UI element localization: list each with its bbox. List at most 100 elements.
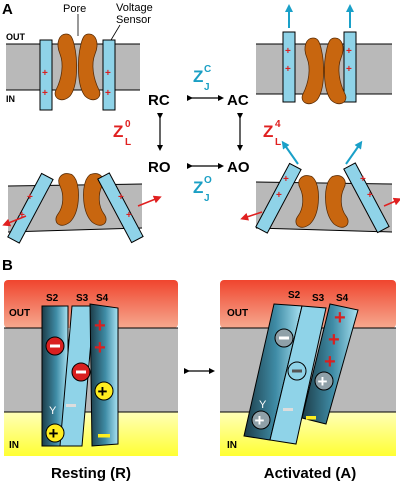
activated-state-panel: OUT IN S2 S3 S4 + + + + Y + Activated (A… (220, 280, 396, 482)
rc-pore-left (54, 33, 78, 101)
membrane-ao-top-edge (255, 181, 393, 185)
rc-pore-right (77, 33, 101, 101)
ao-pore-right (325, 175, 349, 228)
resting-s4-minus-bar (98, 434, 110, 438)
ao-charge: + (360, 174, 366, 185)
resting-s3-minus-glyph (76, 370, 86, 374)
ac-sensor-right (343, 31, 357, 103)
activated-s2-minus-glyph (279, 336, 289, 340)
rc-sensor-left (39, 39, 53, 111)
activated-s2-plus-glyph: + (255, 411, 265, 430)
rc-charge: + (42, 68, 48, 79)
activated-s3-minus-bar (283, 408, 293, 411)
resting-s2-minus-glyph (50, 344, 60, 348)
activated-s4-plus: + (324, 351, 336, 373)
activated-out-label: OUT (227, 308, 248, 319)
ro-arrow-right (137, 195, 162, 207)
resting-s2-label: S2 (46, 293, 59, 304)
rc-charge: + (42, 88, 48, 99)
membrane-ro-bottom-edge (7, 227, 143, 233)
activated-s2-y-label: Y (259, 399, 267, 411)
activated-s4-segment (301, 303, 359, 425)
z-top-sub: J (204, 82, 210, 93)
ao-charge: + (276, 190, 282, 201)
ro-sensor-left (7, 172, 54, 244)
ac-charge: + (346, 46, 352, 57)
activated-s4-label: S4 (336, 293, 349, 304)
resting-out-label: OUT (9, 308, 30, 319)
z-left-sub: L (125, 137, 131, 148)
ac-sensor-left (282, 31, 296, 103)
ro-charge: + (126, 210, 132, 221)
ao-charge: + (283, 174, 289, 185)
state-rc-channel: OUT IN + + + + (6, 32, 140, 111)
activated-s4-plus-glyph: + (318, 372, 328, 391)
resting-s2-plus-glyph: + (49, 424, 59, 443)
resting-s4-segment (89, 303, 119, 447)
resting-state-panel: OUT IN S2 S3 S4 + + + Y + Resting (R) (4, 280, 178, 482)
voltage-sensor-annotation-line2: Sensor (116, 14, 151, 26)
ao-sensor-right (343, 162, 390, 234)
ro-pore-left (55, 173, 79, 226)
ac-charge: + (285, 64, 291, 75)
ao-charge: + (367, 190, 373, 201)
ro-charge: + (27, 192, 33, 203)
resting-s4-plus: + (94, 337, 106, 359)
ao-red-arrow-left (240, 211, 263, 221)
ao-red-arrow-right (383, 197, 400, 207)
z-top-label: Z C J (193, 64, 211, 93)
pore-annotation: Pore (63, 3, 86, 15)
rc-in-label: IN (6, 94, 15, 104)
ro-charge: + (118, 192, 124, 203)
caption-activated: Activated (A) (264, 465, 357, 482)
resting-in-region (4, 412, 178, 456)
rc-charge: + (105, 88, 111, 99)
panel-a-label: A (2, 1, 13, 18)
resting-s2-y-label: Y (49, 405, 57, 417)
activated-s4-plus: + (328, 329, 340, 351)
resting-s4-plus-glyph: + (98, 382, 108, 401)
activated-s3-label: S3 (312, 293, 325, 304)
z-top-base: Z (193, 67, 203, 86)
ro-arrow-left (2, 215, 27, 227)
activated-s2-label: S2 (288, 290, 301, 301)
z-right-sup: 4 (275, 119, 281, 130)
rc-out-label: OUT (6, 32, 26, 42)
z-left-base: Z (113, 122, 123, 141)
resting-in-label: IN (9, 440, 19, 451)
resting-s4-label: S4 (96, 293, 109, 304)
caption-resting: Resting (R) (51, 465, 131, 482)
panel-b-label: B (2, 257, 13, 274)
state-ao-channel: + + + + (240, 140, 400, 234)
state-ro-label: RO (148, 159, 171, 176)
z-right-sub: L (275, 137, 281, 148)
activated-s4-plus: + (334, 307, 346, 329)
rc-charge: + (105, 68, 111, 79)
resting-s3-minus-bar (66, 404, 76, 407)
activated-s3-minus-glyph (292, 369, 302, 373)
ao-up-arrow-left (281, 140, 299, 165)
resting-s3-label: S3 (76, 293, 89, 304)
resting-s4-plus-charge (94, 381, 114, 401)
ac-pore-right (323, 37, 347, 105)
z-top-sup: C (204, 64, 211, 75)
ao-pore-left (295, 175, 319, 228)
z-bottom-sup: O (204, 175, 212, 186)
z-left-sup: 0 (125, 119, 131, 130)
ao-up-arrow-right (345, 140, 363, 165)
z-bottom-sub: J (204, 193, 210, 204)
ac-pore-left (301, 37, 325, 105)
rc-sensor-right (102, 39, 116, 111)
membrane-ao-bottom-edge (255, 227, 393, 233)
z-bottom-label: Z O J (193, 175, 212, 204)
state-ac-channel: + + + + (256, 4, 392, 105)
ro-sensor-right (97, 172, 144, 244)
ro-charge: + (19, 210, 25, 221)
ao-sensor-left (255, 162, 302, 234)
ac-charge: + (285, 46, 291, 57)
state-ac-label: AC (227, 92, 249, 109)
voltage-sensor-annotation-leader (110, 24, 121, 41)
activated-s4-plus-charge (314, 371, 334, 391)
activated-in-label: IN (227, 440, 237, 451)
state-rc-label: RC (148, 92, 170, 109)
